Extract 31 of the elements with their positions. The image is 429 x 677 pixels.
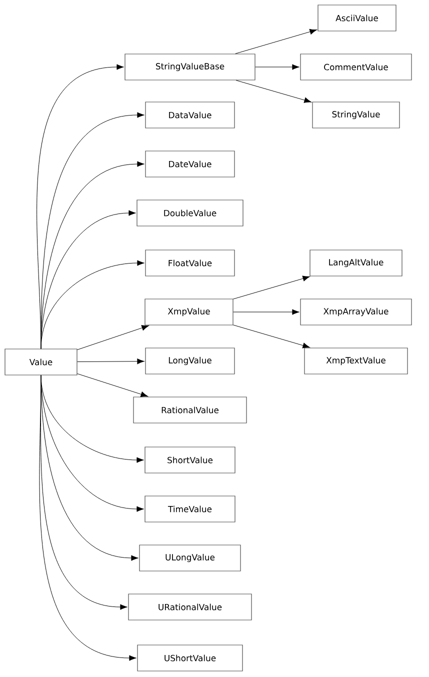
arrow [77, 325, 149, 350]
class-box: XmpValue [144, 298, 234, 326]
class-box: RationalValue [133, 396, 247, 424]
class-box: DoubleValue [136, 200, 244, 226]
arrow [39, 375, 136, 661]
arrow [77, 358, 144, 364]
class-box: ShortValue [144, 446, 236, 474]
class-box: AsciiValue [318, 4, 396, 32]
class-box: StringValue [312, 102, 400, 128]
class-box: DateValue [145, 150, 235, 178]
class-box: CommentValue [300, 54, 412, 80]
arrow [233, 324, 310, 348]
class-box: FloatValue [145, 250, 235, 276]
class-box: LangAltValue [310, 250, 402, 276]
arrow [235, 28, 317, 54]
class-box: TimeValue [144, 496, 236, 522]
arrow [236, 80, 312, 103]
class-box: URationalValue [128, 594, 252, 620]
class-box: DataValue [145, 102, 235, 128]
arrow [233, 276, 310, 300]
class-box: LongValue [145, 348, 235, 374]
class-box: ULongValue [139, 544, 241, 572]
class-box: XmpArrayValue [300, 298, 412, 326]
arrow [233, 309, 300, 315]
arrow [77, 373, 148, 398]
class-box: StringValueBase [124, 54, 256, 80]
class-box: XmpTextValue [304, 348, 408, 374]
class-box: Value [4, 348, 78, 376]
class-box: UShortValue [137, 644, 243, 672]
arrow [40, 260, 144, 349]
arrow [255, 64, 300, 70]
